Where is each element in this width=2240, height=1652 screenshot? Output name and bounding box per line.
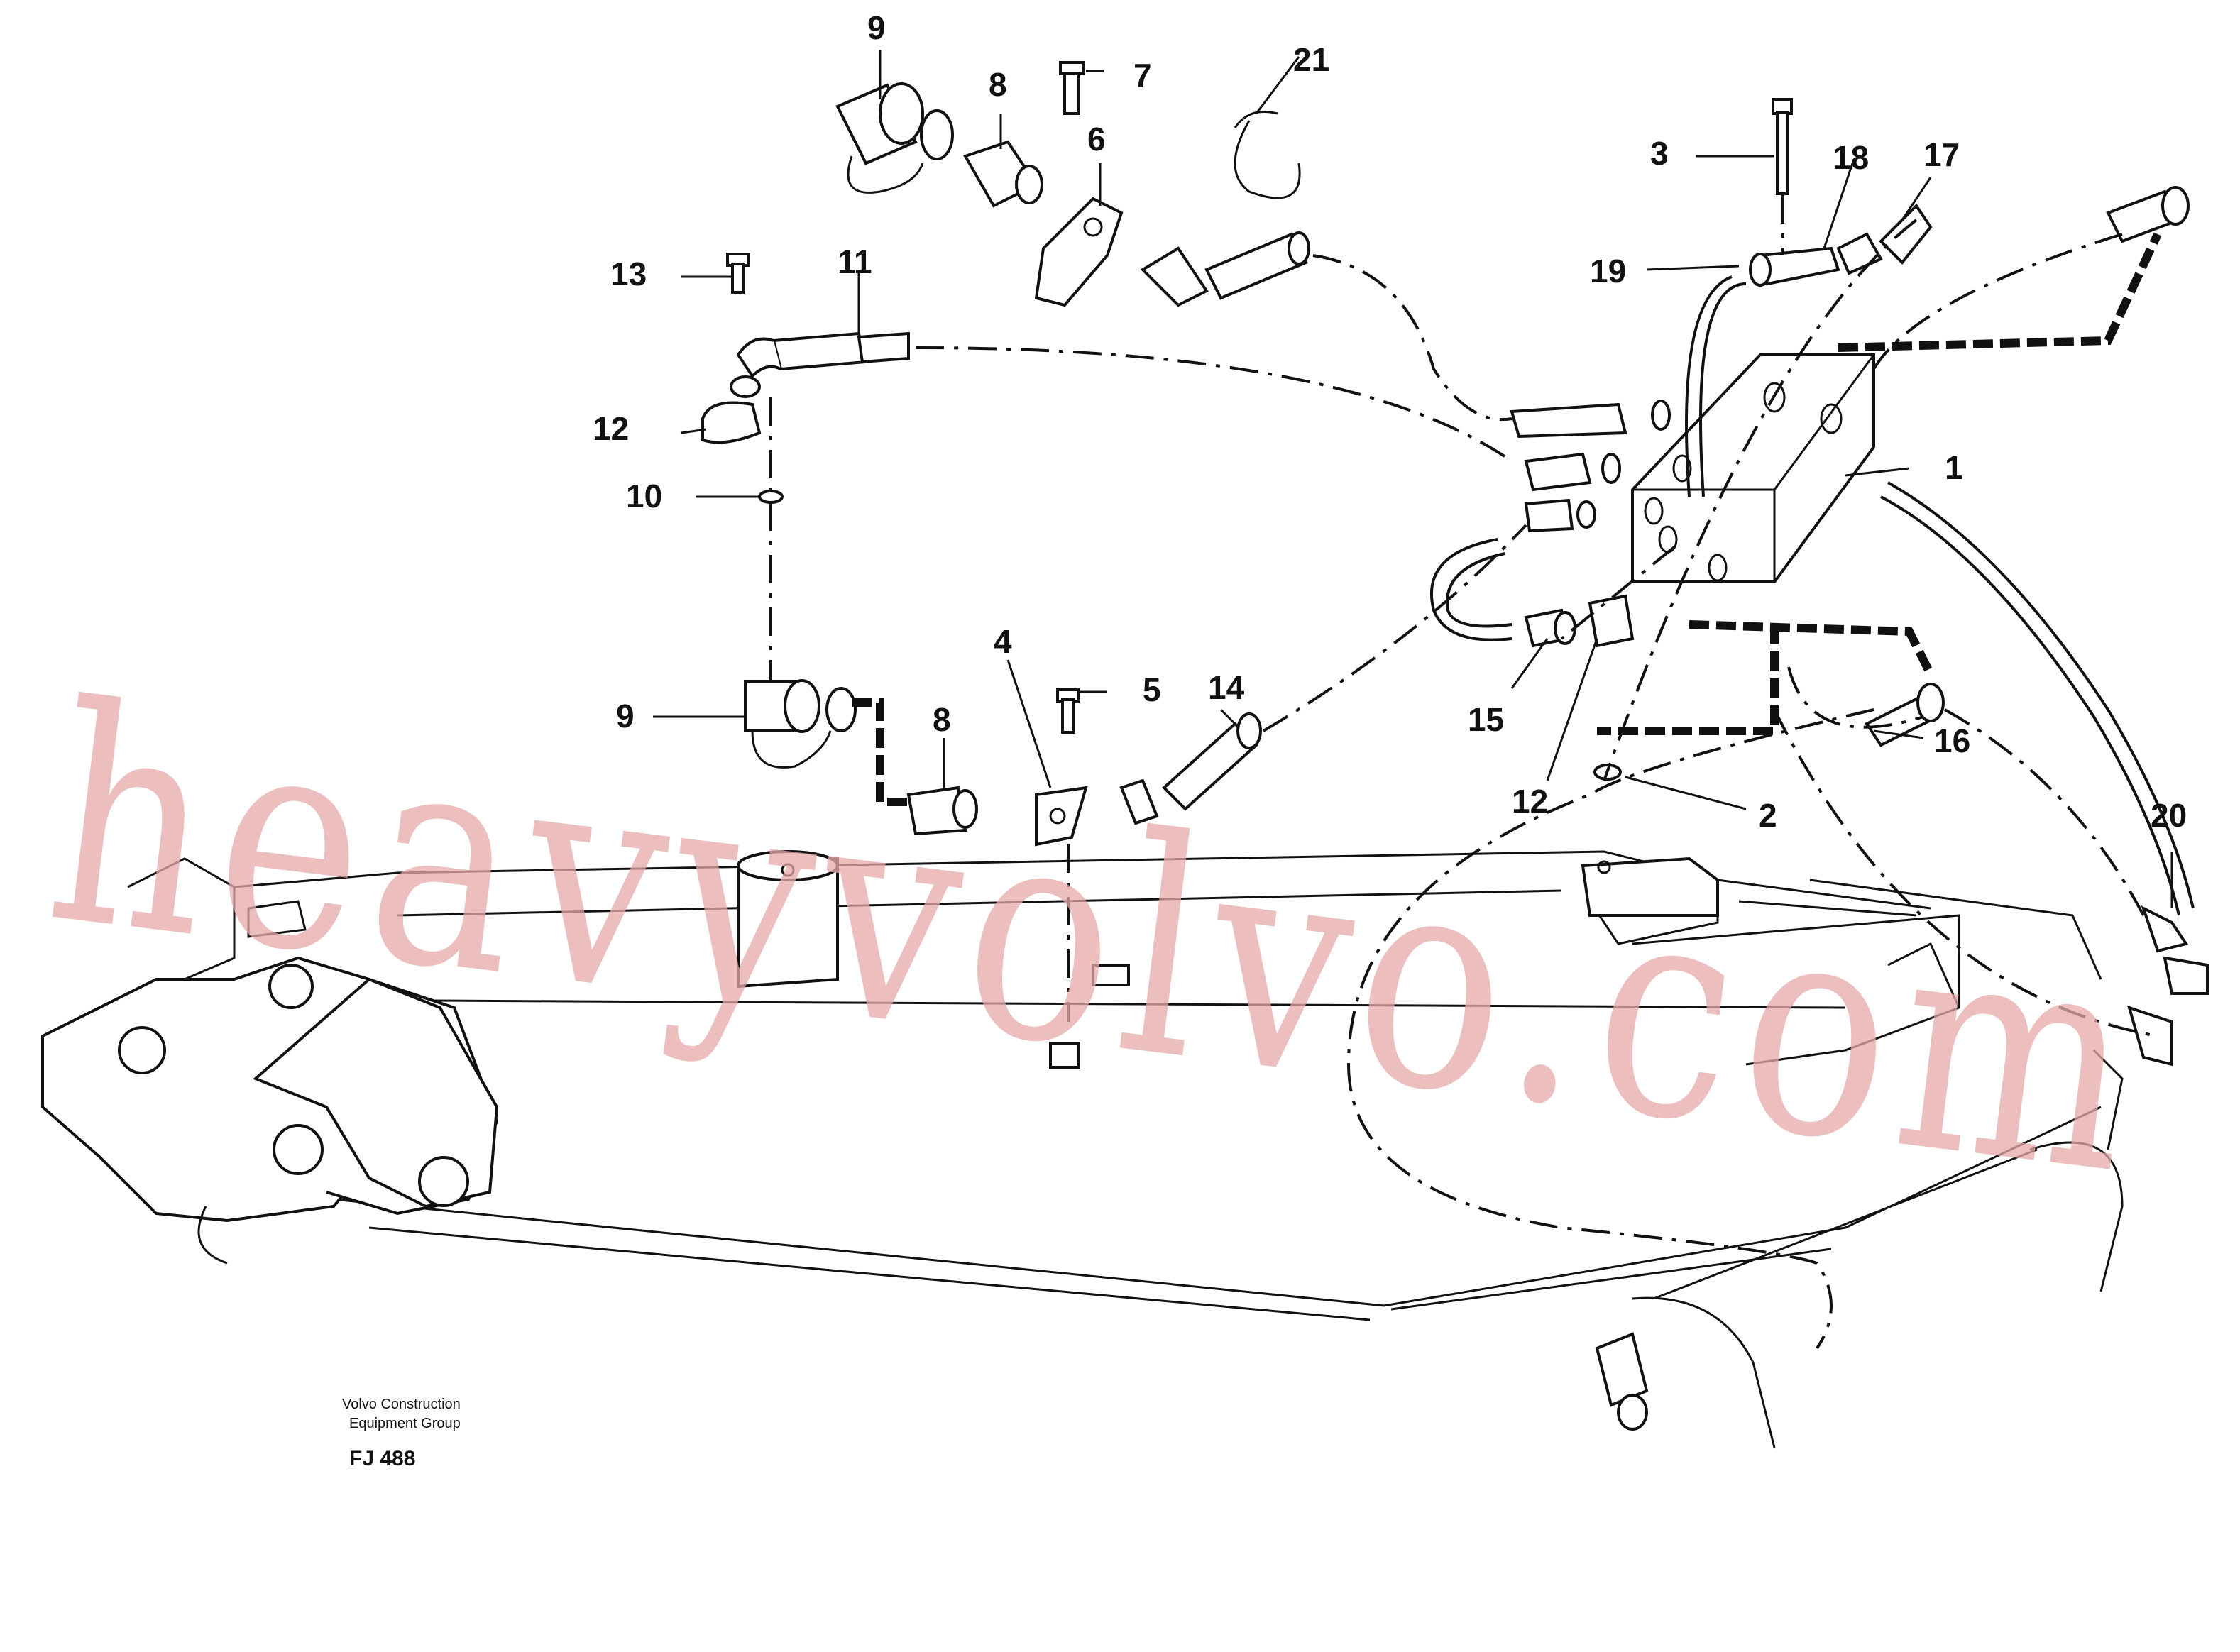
routing-lines: [769, 195, 2158, 1350]
credit-line-2: Equipment Group: [349, 1416, 461, 1431]
callout-13: 13: [610, 255, 647, 292]
callout-17: 17: [1923, 136, 1960, 173]
callout-4: 4: [994, 623, 1012, 660]
lower-coupling-group: [744, 679, 1262, 847]
credit-line-1: Volvo Construction: [342, 1397, 461, 1412]
leader-lines: [653, 50, 2173, 908]
callout-15: 15: [1468, 701, 1504, 738]
figure-reference: FJ 488: [349, 1447, 415, 1470]
callout-3: 3: [1650, 135, 1669, 172]
callout-numbers: 9 8 7 21 6 3 18 17 19 13 11 12 1 10 4 5 …: [593, 9, 2187, 834]
hoses: [1429, 275, 2195, 916]
upper-coupling-group: [835, 61, 1310, 307]
callout-19: 19: [1590, 253, 1626, 290]
callout-6: 6: [1087, 121, 1106, 158]
callout-12-right: 12: [1512, 783, 1548, 820]
callout-14: 14: [1208, 669, 1245, 706]
callout-18: 18: [1833, 139, 1869, 176]
callout-16: 16: [1934, 722, 1970, 759]
callout-5: 5: [1143, 671, 1161, 708]
callout-7: 7: [1133, 57, 1152, 94]
callout-12-left: 12: [593, 410, 629, 447]
heavy-dash-lines: [852, 232, 2162, 806]
callout-1: 1: [1945, 449, 1963, 486]
callout-8-top: 8: [989, 66, 1007, 103]
callout-21: 21: [1293, 41, 1329, 78]
left-upper-hose-group: [701, 253, 910, 504]
callout-2: 2: [1759, 797, 1777, 834]
callout-9-bottom: 9: [616, 698, 635, 734]
boom-arm-outline: [41, 850, 2124, 1448]
callout-8-bottom: 8: [933, 701, 951, 738]
callout-9-top: 9: [867, 9, 886, 46]
callout-10: 10: [626, 478, 662, 514]
credit-block: Volvo Construction Equipment Group FJ 48…: [342, 1397, 461, 1470]
callout-11: 11: [838, 243, 872, 280]
manifold-block: [1631, 353, 1875, 583]
manifold-fittings: [1510, 98, 2209, 1431]
callout-20: 20: [2151, 797, 2187, 834]
